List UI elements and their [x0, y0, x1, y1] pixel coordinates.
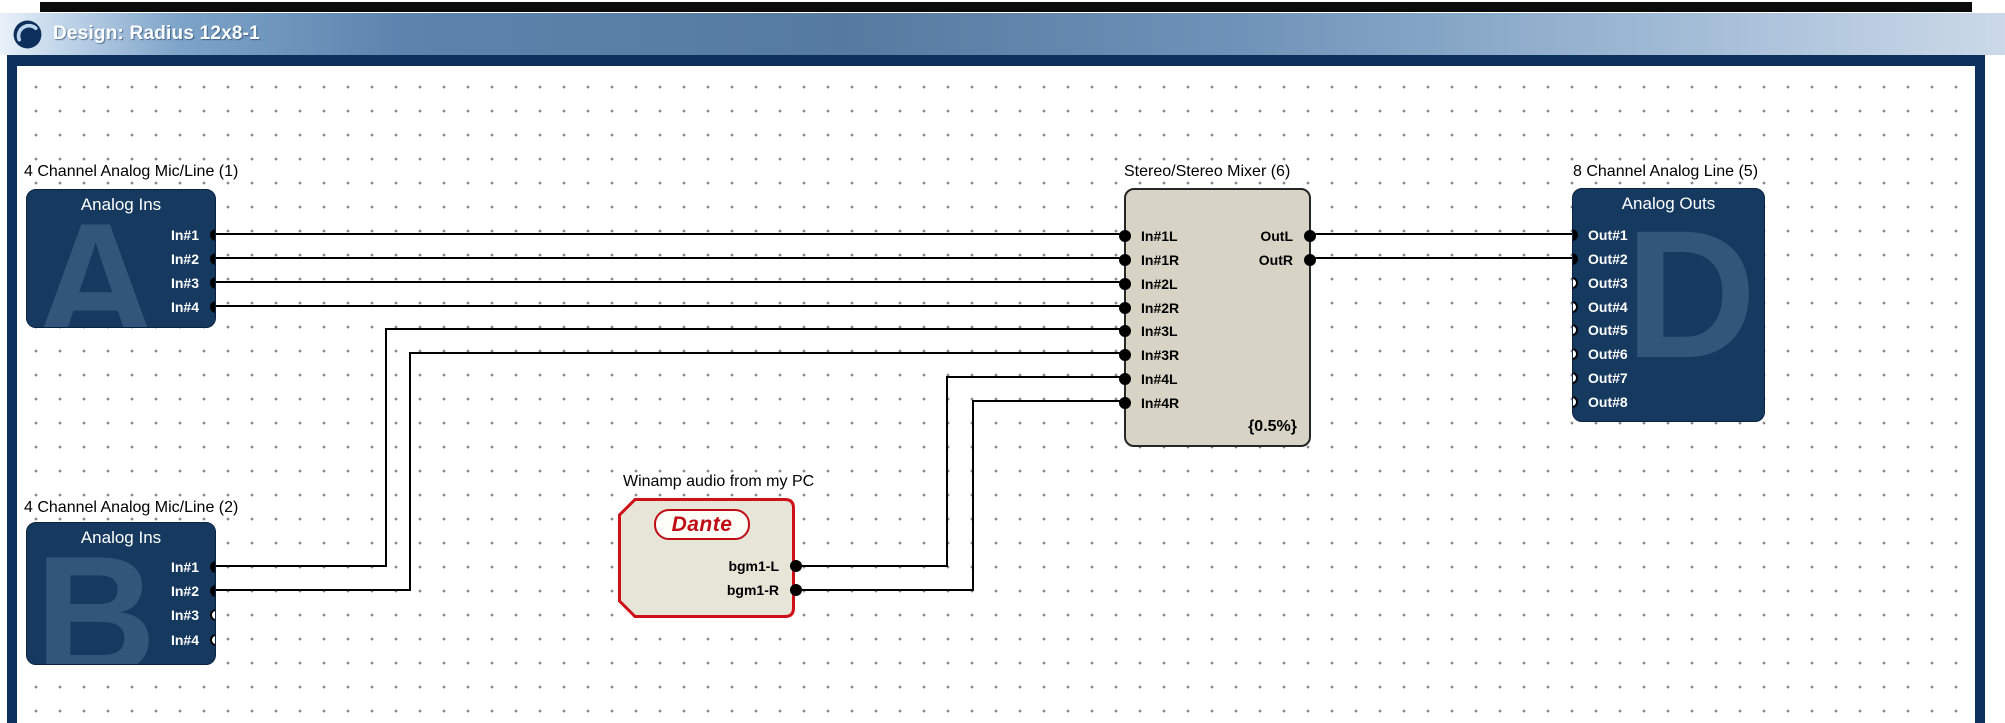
port-label: Out#4	[1588, 299, 1628, 315]
port-label: Out#5	[1588, 322, 1628, 338]
block-caption-dante: Winamp audio from my PC	[623, 473, 815, 490]
port-label: In#1L	[1141, 228, 1178, 244]
block-title: Analog Ins	[80, 195, 162, 214]
port-label: bgm1-R	[726, 582, 779, 598]
port-label: In#1	[170, 559, 199, 575]
dsp-load-badge: {0.5%}	[1248, 418, 1297, 435]
block-stereo-mixer[interactable]: In#1L In#1R In#2L In#2R In#3L In#3R In#4…	[1119, 188, 1316, 447]
port-dot-out1[interactable]	[1573, 229, 1578, 241]
titlebar[interactable]: Design: Radius 12x8-1	[0, 13, 2005, 55]
port-label: bgm1-L	[728, 558, 779, 574]
port-dot-in1r[interactable]	[1119, 254, 1131, 266]
block-title: Analog Ins	[80, 528, 162, 547]
block-caption-mixer: Stereo/Stereo Mixer (6)	[1124, 163, 1291, 180]
port-dot-in2[interactable]	[210, 585, 215, 597]
block-caption-analog-out: 8 Channel Analog Line (5)	[1573, 163, 1759, 180]
wire-dante-r-mixer-in4r[interactable]	[795, 400, 1124, 591]
design-canvas[interactable]: 4 Channel Analog Mic/Line (1) 4 Channel …	[17, 66, 1975, 723]
symetrix-swirl-icon	[13, 20, 42, 48]
port-dot-in4l[interactable]	[1119, 373, 1131, 385]
wire-dante-l-mixer-in4l[interactable]	[795, 376, 1124, 567]
block-title: Analog Outs	[1621, 194, 1716, 213]
port-label: In#4L	[1141, 371, 1178, 387]
port-label: In#4	[170, 299, 199, 315]
port-label: Out#8	[1588, 394, 1628, 410]
port-dot-outr[interactable]	[1304, 254, 1316, 266]
port-label: In#3R	[1141, 347, 1180, 363]
port-dot-in3[interactable]	[210, 609, 215, 621]
port-dot-out4[interactable]	[1573, 301, 1578, 313]
port-dot-in2r[interactable]	[1119, 302, 1131, 314]
port-dot-bgm1-l[interactable]	[790, 560, 802, 572]
port-label: Out#3	[1588, 275, 1628, 291]
port-label: In#2L	[1141, 276, 1178, 292]
port-dot-out6[interactable]	[1573, 348, 1578, 360]
port-label: Out#6	[1588, 346, 1628, 362]
port-dot-in2[interactable]	[210, 253, 215, 265]
block-analog-in-2[interactable]: B Analog Ins In#1 In#2 In#3 In#4	[26, 522, 216, 665]
port-label: In#1R	[1141, 252, 1180, 268]
port-label: In#2	[170, 251, 199, 267]
canvas-frame-right	[1975, 55, 1985, 723]
port-dot-out2[interactable]	[1573, 253, 1578, 265]
wire-layer	[216, 233, 1572, 591]
port-label: OutR	[1258, 252, 1293, 268]
port-label: Out#1	[1588, 227, 1628, 243]
port-dot-out7[interactable]	[1573, 372, 1578, 384]
port-label: Out#7	[1588, 370, 1628, 386]
port-dot-in1l[interactable]	[1119, 230, 1131, 242]
block-analog-out[interactable]: D Analog Outs Out#1 Out#2 Out#3 Out#4 Ou…	[1572, 188, 1765, 422]
port-label: In#2R	[1141, 300, 1180, 316]
port-label: In#2	[170, 583, 199, 599]
dante-logo: Dante	[654, 509, 750, 540]
block-analog-in-1[interactable]: A Analog Ins In#1 In#2 In#3 In#4	[26, 189, 216, 328]
port-dot-in2l[interactable]	[1119, 278, 1131, 290]
block-dante-rx[interactable]: Dante bgm1-L bgm1-R	[618, 498, 802, 618]
port-dot-outl[interactable]	[1304, 230, 1316, 242]
block-caption-analog-in-1: 4 Channel Analog Mic/Line (1)	[24, 163, 239, 180]
port-dot-in1[interactable]	[210, 561, 215, 573]
port-dot-out8[interactable]	[1573, 396, 1578, 408]
block-caption-analog-in-2: 4 Channel Analog Mic/Line (2)	[24, 499, 239, 516]
port-label: In#4	[170, 632, 199, 648]
canvas-frame-top	[7, 55, 1985, 66]
canvas-frame-left	[7, 55, 17, 723]
window-title: Design: Radius 12x8-1	[53, 23, 260, 44]
port-label: Out#2	[1588, 251, 1628, 267]
port-label: In#4R	[1141, 395, 1180, 411]
port-label: In#3	[170, 607, 199, 623]
port-dot-in4[interactable]	[210, 301, 215, 313]
port-dot-out5[interactable]	[1573, 324, 1578, 336]
port-dot-in4r[interactable]	[1119, 397, 1131, 409]
port-dot-in1[interactable]	[210, 229, 215, 241]
port-dot-in3r[interactable]	[1119, 349, 1131, 361]
window-top-edge	[40, 2, 1972, 12]
wire-a2-in2-mixer-in3r[interactable]	[216, 352, 1124, 591]
port-label: In#3L	[1141, 323, 1178, 339]
port-dot-bgm1-r[interactable]	[790, 584, 802, 596]
port-dot-in4[interactable]	[210, 634, 215, 646]
wire-a2-in1-mixer-in3l[interactable]	[216, 328, 1124, 567]
port-label: OutL	[1260, 228, 1293, 244]
port-dot-in3[interactable]	[210, 277, 215, 289]
port-label: In#3	[170, 275, 199, 291]
port-dot-out3[interactable]	[1573, 277, 1578, 289]
port-label: In#1	[170, 227, 199, 243]
port-dot-in3l[interactable]	[1119, 325, 1131, 337]
